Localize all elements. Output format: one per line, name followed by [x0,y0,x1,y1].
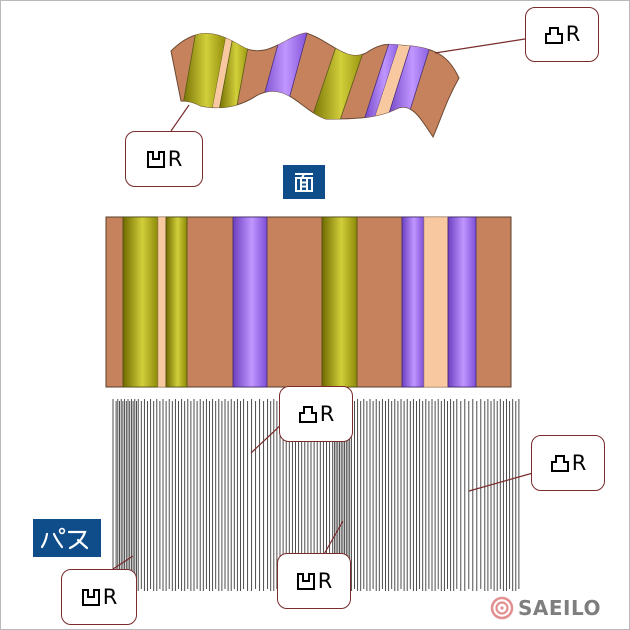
convex-glyph [544,26,563,44]
swirl-logo-icon [490,596,514,620]
flat-band-olive [321,216,358,388]
convex-glyph [550,455,569,472]
leader-pass-convex-center [250,422,284,454]
surface-label: 面 [283,165,325,199]
surface-glyph [295,173,313,192]
convex-glyph [298,406,317,423]
flat-band-olive [165,216,188,388]
flat-band-violet [232,216,268,388]
leader-pass-convex-right [468,472,534,492]
leader-pass-concave-center [322,520,344,557]
leader-wave-convex [434,38,526,54]
flat-surface [105,216,512,388]
callout-pass-convex-center: 凸R R [279,386,353,442]
concave-glyph [146,151,165,168]
saeilo-logo: SAEILO [490,594,622,622]
pass-glyph [41,527,89,550]
wavy-band-peach [211,33,234,116]
leader-pass-concave-left [112,555,134,570]
logo-wordmark: SAEILO [518,596,602,620]
flat-band-violet [447,216,477,388]
leader-wave-concave [170,104,190,132]
flat-band-peach [157,216,167,388]
leader-lines [112,38,534,570]
flat-band-peach [423,216,449,388]
pass-label: パス [33,519,101,557]
callout-wave-convex: 凸R R [525,7,599,62]
concave-glyph [296,573,315,590]
flat-band-violet [401,216,425,388]
wavy-surface [170,32,460,139]
callout-pass-convex-right: 凸R R [531,435,605,491]
callout-pass-concave-center: 凹R R [277,553,351,609]
callout-wave-concave: 凹R R [125,131,203,187]
concave-glyph [81,589,100,606]
flat-band-olive [122,216,159,388]
wavy-band-peach [372,33,415,126]
callout-pass-concave-left: 凹R R [61,569,137,625]
